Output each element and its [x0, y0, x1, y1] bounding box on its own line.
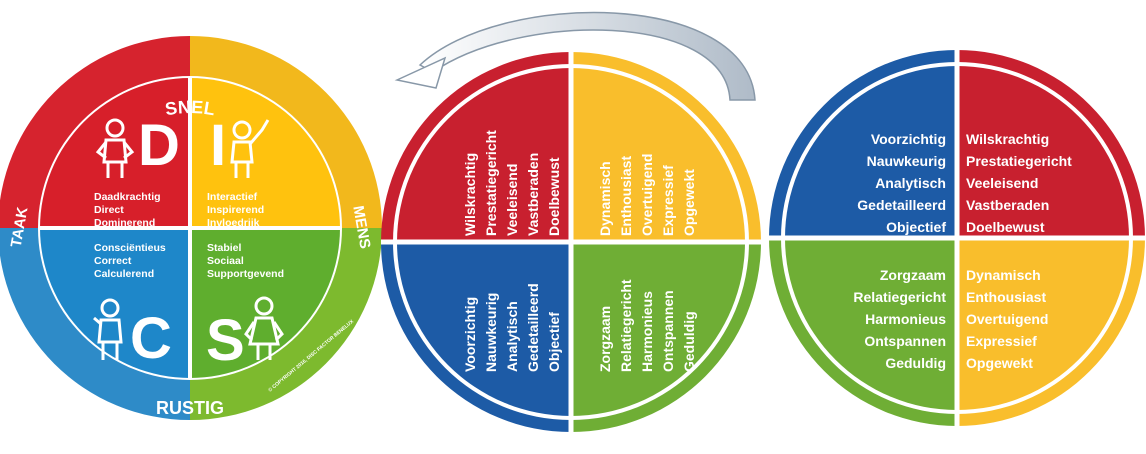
right-wheel: Voorzichtig Nauwkeurig Analytisch Gedeta…: [769, 50, 1145, 426]
right-red-word-2: Prestatiegericht: [966, 153, 1072, 169]
right-green-word-5: Geduldig: [885, 355, 946, 371]
right-red-word-3: Veeleisend: [966, 175, 1038, 191]
right-yellow-word-5: Opgewekt: [966, 355, 1033, 371]
mid-blue-word-1: Voorzichtig: [462, 297, 478, 372]
mid-red-word-5: Doelbewust: [546, 157, 562, 236]
mid-green-word-4: Ontspannen: [660, 290, 676, 372]
mid-quadrant-blue: [397, 242, 571, 416]
trait-i-1: Interactief: [207, 191, 258, 203]
rotation-arrow-icon: [394, 11, 756, 101]
letter-d: D: [138, 113, 180, 178]
mid-red-word-1: Wilskrachtig: [462, 153, 478, 236]
letter-i: I: [210, 113, 226, 178]
right-yellow-word-2: Enthousiast: [966, 289, 1046, 305]
trait-i-3: Invloedrijk: [207, 217, 260, 229]
right-quadrant-green: [785, 238, 957, 410]
mid-green-word-5: Geduldig: [681, 311, 697, 372]
mid-blue-word-2: Nauwkeurig: [483, 293, 499, 372]
figure-d-icon: [95, 118, 135, 178]
right-blue-word-5: Objectief: [886, 219, 946, 235]
right-yellow-word-1: Dynamisch: [966, 267, 1041, 283]
mid-yellow-word-1: Dynamisch: [597, 161, 613, 236]
figure-i-icon: [230, 119, 270, 178]
mid-green-word-2: Relatiegericht: [618, 279, 634, 372]
right-green-word-4: Ontspannen: [864, 333, 946, 349]
mid-blue-word-4: Gedetailleerd: [525, 283, 541, 372]
right-yellow-word-4: Expressief: [966, 333, 1037, 349]
right-yellow-word-3: Overtuigend: [966, 311, 1048, 327]
trait-c-2: Correct: [94, 255, 132, 267]
mid-yellow-word-4: Expressief: [660, 165, 676, 236]
right-blue-word-3: Analytisch: [875, 175, 946, 191]
trait-c-3: Calculerend: [94, 268, 154, 280]
mid-yellow-word-3: Overtuigend: [639, 154, 655, 236]
figure-s-icon: [244, 296, 284, 360]
mid-green-word-1: Zorgzaam: [597, 306, 613, 372]
right-quadrant-blue: [785, 66, 957, 238]
mid-red-word-4: Vastberaden: [525, 153, 541, 236]
ring-label-taak: TAAK: [8, 206, 32, 249]
trait-d-1: Daadkrachtig: [94, 191, 161, 203]
quadrant-d: [40, 78, 190, 228]
right-green-word-1: Zorgzaam: [880, 267, 946, 283]
mid-quadrant-yellow: [571, 68, 745, 242]
ring-label-rustig: RUSTIG: [156, 398, 224, 418]
right-red-word-4: Vastberaden: [966, 197, 1049, 213]
right-red-word-1: Wilskrachtig: [966, 131, 1049, 147]
mid-quadrant-green: [571, 242, 745, 416]
letter-s: S: [206, 308, 245, 373]
mid-green-word-3: Harmonieus: [639, 291, 655, 372]
trait-s-2: Sociaal: [207, 255, 244, 267]
trait-s-3: Supportgevend: [207, 268, 284, 280]
right-quadrant-yellow: [957, 238, 1129, 410]
mid-blue-word-3: Analytisch: [504, 301, 520, 372]
trait-d-3: Dominerend: [94, 217, 155, 229]
right-red-word-5: Doelbewust: [966, 219, 1045, 235]
outer-ring: [0, 36, 382, 420]
trait-d-2: Direct: [94, 204, 124, 216]
right-blue-word-1: Voorzichtig: [871, 131, 946, 147]
right-green-word-3: Harmonieus: [865, 311, 946, 327]
mid-red-word-3: Veeleisend: [504, 164, 520, 236]
trait-i-2: Inspirerend: [207, 204, 264, 216]
letter-c: C: [130, 306, 172, 371]
disc-wheel: SNEL RUSTIG TAAK MENS D I C S: [0, 36, 382, 420]
quadrant-i: [190, 78, 340, 228]
figure-c-icon: [93, 298, 123, 360]
rotated-wheel: Wilskrachtig Prestatiegericht Veeleisend…: [381, 52, 761, 432]
mid-red-word-2: Prestatiegericht: [483, 130, 499, 236]
mid-yellow-word-5: Opgewekt: [681, 169, 697, 236]
mid-blue-word-5: Objectief: [546, 312, 562, 372]
right-green-word-2: Relatiegericht: [853, 289, 946, 305]
right-blue-word-4: Gedetailleerd: [857, 197, 946, 213]
mid-yellow-word-2: Enthousiast: [618, 156, 634, 236]
right-blue-word-2: Nauwkeurig: [867, 153, 946, 169]
quadrant-s: [190, 228, 340, 378]
trait-s-1: Stabiel: [207, 242, 242, 254]
trait-c-1: Consciëntieus: [94, 242, 166, 254]
right-quadrant-red: [957, 66, 1129, 238]
mid-quadrant-red: [397, 68, 571, 242]
